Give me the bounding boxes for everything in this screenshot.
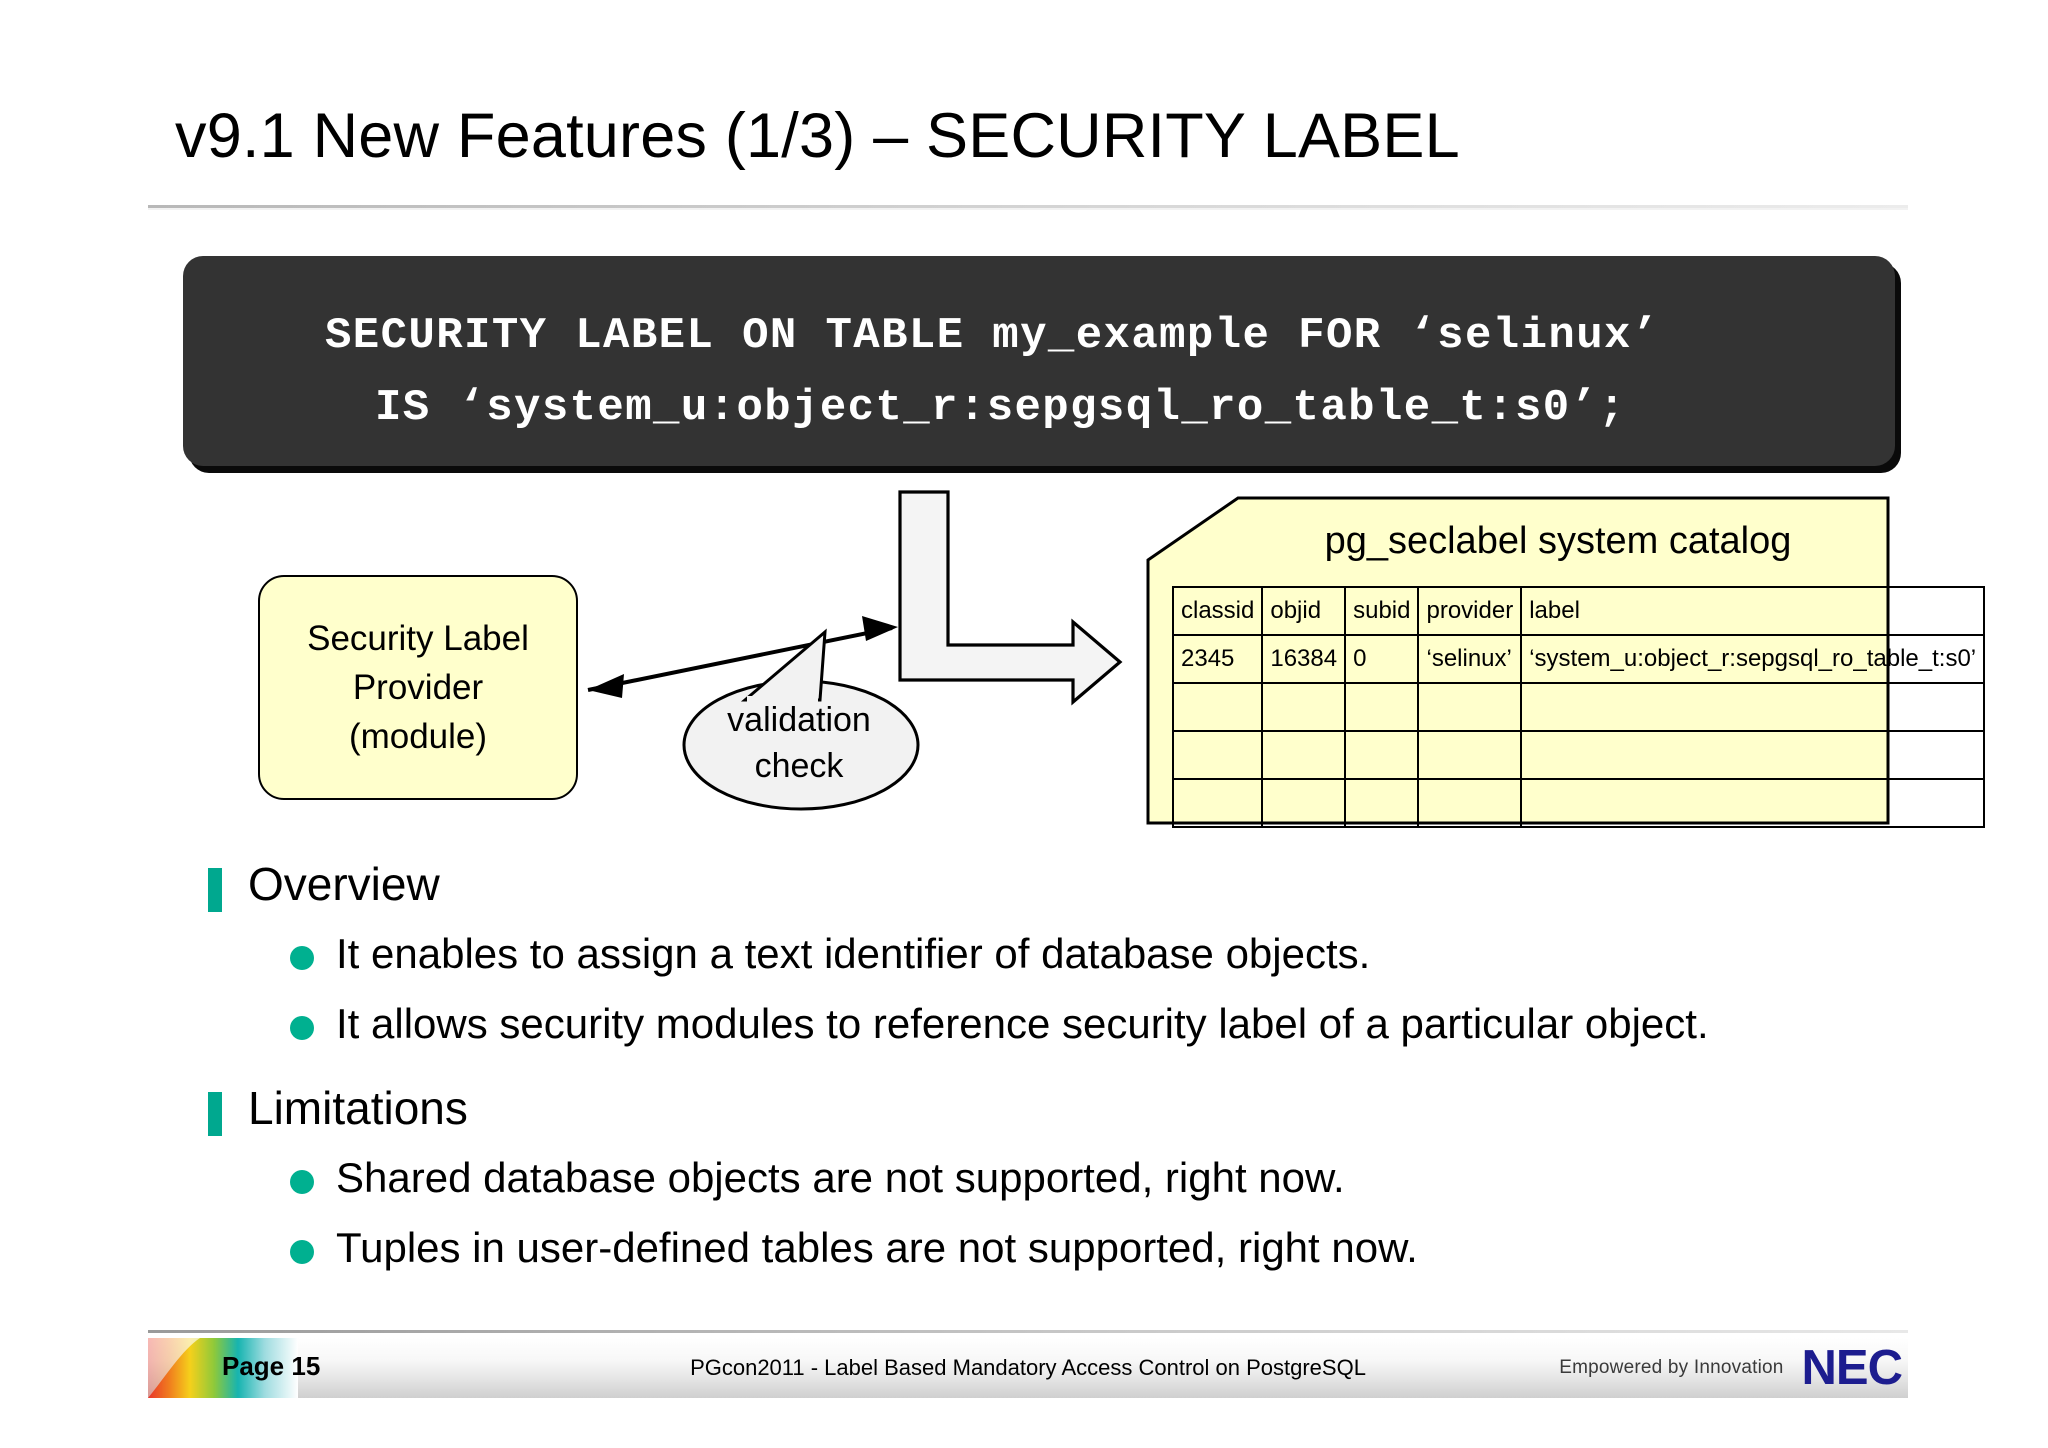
provider-line-1: Security Label	[307, 619, 529, 658]
bullet-text: It allows security modules to reference …	[336, 1000, 1709, 1047]
section-gap	[0, 1052, 2048, 1080]
catalog-row	[1171, 682, 1986, 732]
catalog-cell	[1344, 778, 1420, 828]
section-marker-bar	[208, 868, 222, 912]
bullet-text: Shared database objects are not supporte…	[336, 1154, 1345, 1201]
catalog-cell	[1520, 730, 1986, 780]
provider-line-2: Provider	[352, 668, 484, 707]
catalog-cell: 16384	[1261, 634, 1347, 684]
code-block-body: SECURITY LABEL ON TABLE my_example FOR ‘…	[183, 256, 1895, 466]
catalog-cell	[1261, 778, 1347, 828]
catalog-cell	[1261, 682, 1347, 732]
catalog-cell	[1417, 730, 1523, 780]
catalog-cell	[1417, 778, 1523, 828]
security-label-provider-box: Security Label Provider (module)	[258, 575, 578, 800]
catalog-col-label: label	[1520, 586, 1986, 636]
code-line-1: SECURITY LABEL ON TABLE my_example FOR ‘…	[325, 311, 1660, 361]
section-heading-limitations: Limitations	[0, 1080, 2048, 1136]
bullet-item: Tuples in user-defined tables are not su…	[0, 1220, 2048, 1276]
footer: Page 15 PGcon2011 - Label Based Mandator…	[148, 1338, 1908, 1398]
bullet-dot-icon	[290, 946, 314, 970]
catalog-col-classid: classid	[1171, 586, 1264, 636]
catalog-row	[1171, 778, 1986, 828]
rainbow-swoosh-icon	[148, 1338, 298, 1398]
validation-check-balloon: validation check	[683, 678, 915, 808]
code-line-2: IS ‘system_u:object_r:sepgsql_ro_table_t…	[375, 383, 1627, 433]
bullet-item: It enables to assign a text identifier o…	[0, 926, 2048, 982]
nec-branding: Empowered by Innovation NEC	[1559, 1340, 1903, 1395]
catalog-cell	[1171, 778, 1264, 828]
bullet-item: Shared database objects are not supporte…	[0, 1150, 2048, 1206]
bullet-item: It allows security modules to reference …	[0, 996, 2048, 1052]
validation-arrow-head-left	[588, 674, 624, 698]
page-number: Page 15	[222, 1351, 321, 1381]
validation-arrow-head-right	[862, 616, 898, 641]
catalog-cell	[1171, 682, 1264, 732]
section-heading-overview: Overview	[0, 856, 2048, 912]
sql-code-block: SECURITY LABEL ON TABLE my_example FOR ‘…	[183, 256, 1901, 473]
catalog-cell	[1344, 730, 1420, 780]
section-marker-bar	[208, 1092, 222, 1136]
footer-subtitle: PGcon2011 - Label Based Mandatory Access…	[690, 1355, 1366, 1380]
bent-block-arrow	[898, 490, 1123, 706]
catalog-col-subid: subid	[1344, 586, 1420, 636]
title-divider	[148, 205, 1908, 208]
bullet-dot-icon	[290, 1016, 314, 1040]
balloon-line-2: check	[754, 747, 844, 785]
catalog-cell: 2345	[1171, 634, 1264, 684]
catalog-cell	[1520, 778, 1986, 828]
catalog-cell: 0	[1344, 634, 1420, 684]
section-title: Overview	[248, 858, 440, 910]
nec-tagline: Empowered by Innovation	[1559, 1357, 1784, 1378]
catalog-cell: ‘selinux’	[1417, 634, 1523, 684]
catalog-col-provider: provider	[1417, 586, 1523, 636]
catalog-cell: ‘system_u:object_r:sepgsql_ro_table_t:s0…	[1520, 634, 1986, 684]
nec-logo: NEC	[1801, 1340, 1903, 1395]
bullet-dot-icon	[290, 1170, 314, 1194]
footer-divider	[148, 1330, 1908, 1333]
bullet-text: It enables to assign a text identifier o…	[336, 930, 1371, 977]
section-title: Limitations	[248, 1082, 468, 1134]
content-area: Overview It enables to assign a text iden…	[0, 856, 2048, 1276]
catalog-cell	[1520, 682, 1986, 732]
bullet-dot-icon	[290, 1240, 314, 1264]
title-divider-light	[148, 208, 1908, 210]
provider-line-3: (module)	[348, 717, 488, 756]
catalog-row	[1171, 730, 1986, 780]
catalog-col-objid: objid	[1261, 586, 1347, 636]
catalog-title: pg_seclabel system catalog	[1324, 520, 1792, 562]
catalog-cell	[1344, 682, 1420, 732]
balloon-line-1: validation	[727, 701, 871, 739]
catalog-cell	[1261, 730, 1347, 780]
catalog-cell	[1417, 682, 1523, 732]
page-title: v9.1 New Features (1/3) – SECURITY LABEL	[175, 101, 1460, 171]
bullet-text: Tuples in user-defined tables are not su…	[336, 1224, 1418, 1271]
catalog-cell	[1171, 730, 1264, 780]
